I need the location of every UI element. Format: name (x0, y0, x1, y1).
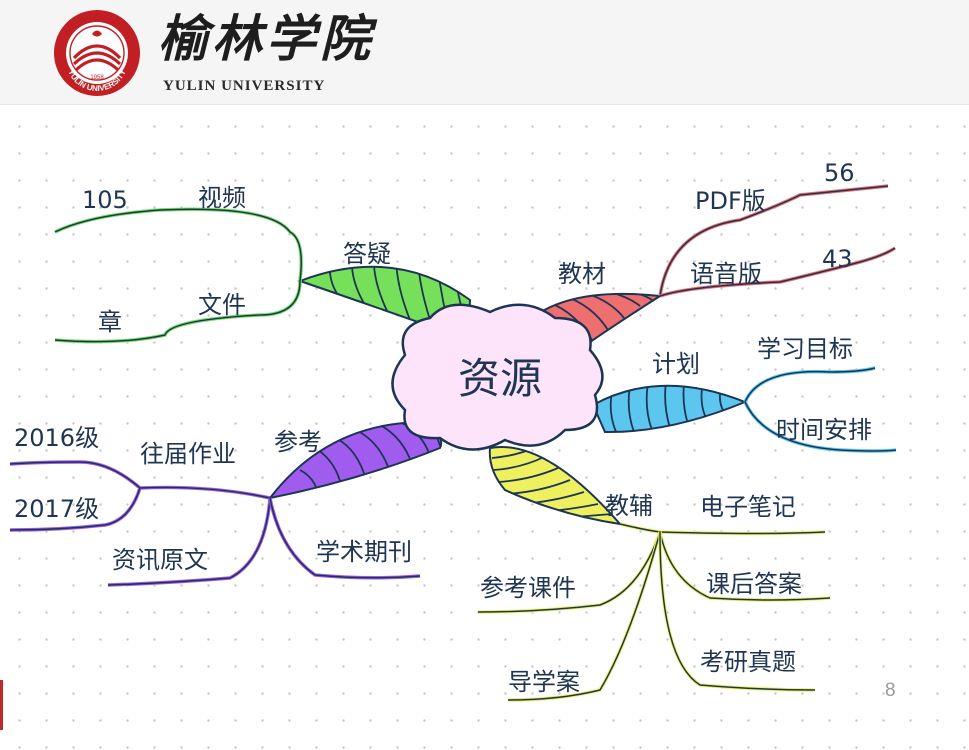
branch-label-dayi: 答疑 (343, 240, 391, 268)
node-label-cankaokejian: 参考课件 (480, 574, 576, 602)
connector-shijian-outline (744, 401, 897, 452)
connector-pdf-outline (659, 185, 889, 297)
branch-label-jiaofu: 教辅 (605, 492, 653, 520)
connector-zixun-outline (107, 497, 271, 586)
node-note-56: 56 (824, 159, 855, 187)
mindmap-diagram: 答疑 视频 105 文件 章 教材 PDF版 56 语音版 43 (9, 159, 897, 702)
branch-jiaofu: 教辅 电子笔记 参考课件 课后答案 导学案 考研真题 (477, 446, 831, 702)
edge-decoration (0, 680, 3, 730)
connector-kaoyan-outline (659, 531, 816, 691)
connector-kehou-outline (659, 531, 831, 601)
connector-dianzi-outline (619, 523, 826, 535)
node-label-shijian: 时间安排 (776, 416, 872, 444)
central-node: 资源 (391, 303, 604, 451)
node-label-daoxue: 导学案 (508, 668, 580, 696)
branch-jiaocai: 教材 PDF版 56 语音版 43 (525, 159, 897, 349)
node-label-zixun: 资讯原文 (112, 546, 208, 574)
connector-xuexi (743, 366, 876, 403)
central-node-cloud (391, 303, 604, 451)
seal-year: 1958 (90, 75, 104, 81)
node-label-kehou: 课后答案 (706, 570, 802, 598)
central-node-label: 资源 (458, 354, 542, 403)
page-number: 8 (885, 680, 896, 701)
connector-xueshu-outline (269, 497, 421, 579)
branch-jihua: 计划 学习目标 时间安排 (591, 335, 897, 453)
connector-wenjian (54, 280, 302, 344)
node-label-2017: 2017级 (14, 495, 99, 523)
university-seal-logo: 1958 YULIN UNIVERSITY (54, 10, 140, 96)
node-label-xueshu: 学术期刊 (316, 538, 412, 566)
node-label-xuexi: 学习目标 (757, 335, 853, 363)
connector-2017-outline (9, 487, 141, 531)
connector-shipin-outline (54, 208, 302, 282)
connector-wenjian-outline (54, 280, 301, 343)
connector-daoxue-outline (507, 531, 661, 701)
node-label-dianzi: 电子笔记 (700, 493, 796, 521)
connector-xuexi-outline (744, 367, 876, 403)
connector-yuyin-outline (659, 247, 896, 297)
branch-label-cankao: 参考 (274, 428, 322, 456)
university-name-calligraphy: 榆林学院 (158, 9, 374, 68)
slide-header: 1958 YULIN UNIVERSITY 榆林学院 YULIN UNIVERS… (0, 0, 969, 105)
branch-label-jihua: 计划 (652, 350, 700, 378)
node-label-kaoyan: 考研真题 (700, 648, 796, 676)
mindmap-canvas: 答疑 视频 105 文件 章 教材 PDF版 56 语音版 43 (0, 105, 969, 750)
node-label-shipin: 视频 (198, 184, 246, 212)
university-name-english: YULIN UNIVERSITY (163, 78, 326, 94)
node-label-wenjian: 文件 (198, 291, 246, 319)
node-label-yuyin: 语音版 (690, 260, 762, 288)
connector-2016-outline (9, 461, 271, 499)
node-label-pdf: PDF版 (695, 187, 766, 215)
connector-cankaokejian-outline (477, 531, 661, 613)
connector-dianzi (619, 522, 826, 536)
node-note-zhang: 章 (98, 308, 122, 336)
node-note-105: 105 (82, 186, 128, 214)
branch-label-jiaocai: 教材 (558, 260, 606, 288)
branch-dayi: 答疑 视频 105 文件 章 (54, 184, 472, 344)
node-note-43: 43 (822, 245, 853, 273)
branch-cankao: 参考 往届作业 2016级 2017级 资讯原文 学术期刊 (9, 420, 443, 587)
node-label-wangjie: 往届作业 (140, 440, 236, 468)
node-label-2016: 2016级 (14, 424, 99, 452)
